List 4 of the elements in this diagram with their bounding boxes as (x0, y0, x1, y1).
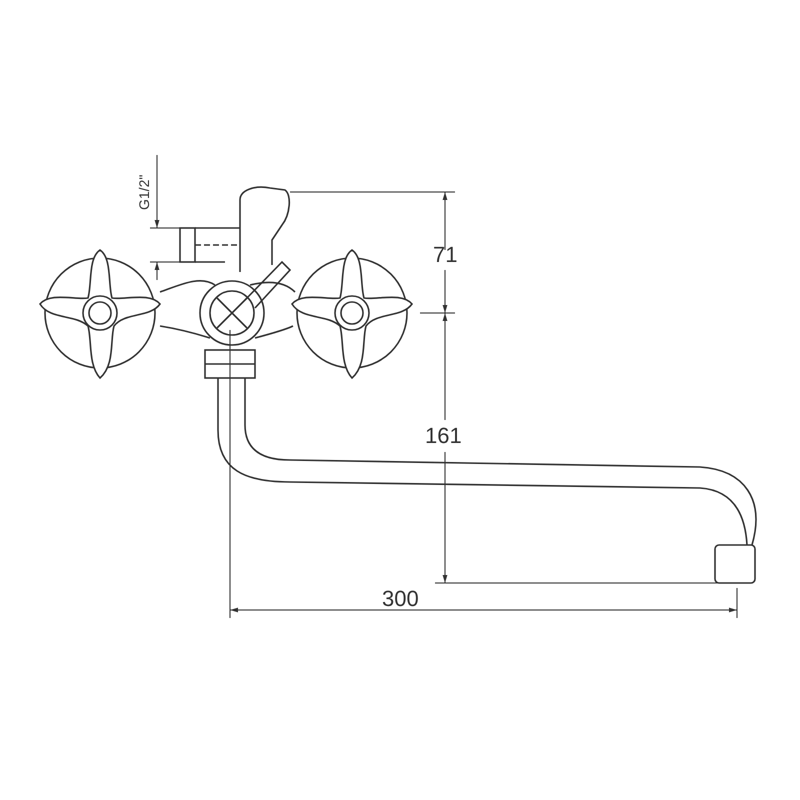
dimension-text: 300 (382, 588, 419, 610)
dimension-text: 71 (433, 244, 458, 266)
dimension-text: 161 (425, 425, 462, 447)
dimension-text: G1/2" (137, 174, 151, 210)
